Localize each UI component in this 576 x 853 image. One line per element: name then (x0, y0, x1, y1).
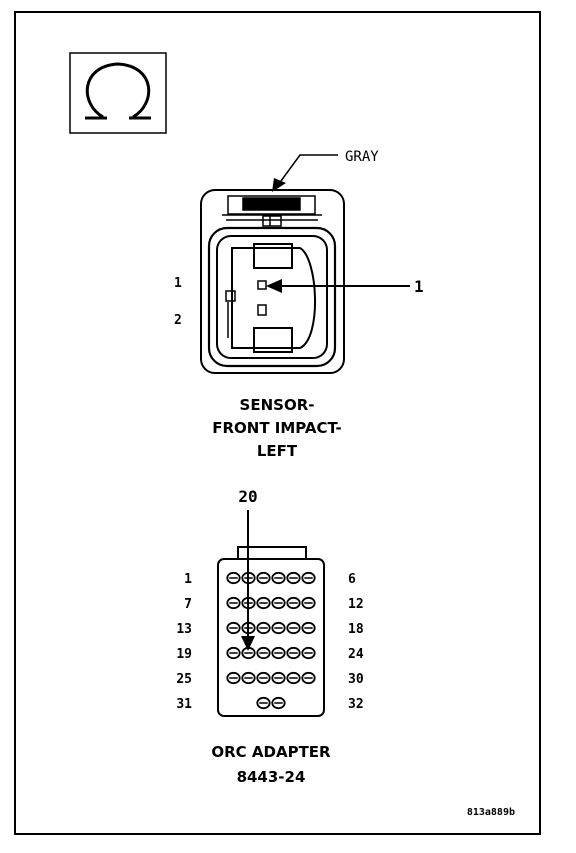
adapter-pin-label: 32 (348, 697, 364, 712)
sensor-title-line-1: SENSOR- (240, 396, 315, 414)
wire-leader-arrowhead (272, 178, 286, 192)
adapter-callout-number: 20 (238, 487, 257, 506)
adapter-connector (217, 546, 325, 717)
adapter-pin-label: 19 (176, 647, 192, 662)
adapter-pin-label: 25 (176, 672, 192, 687)
sensor-title-line-2: FRONT IMPACT- (212, 419, 342, 437)
figure-code: 813a889b (467, 807, 515, 818)
adapter-title-line-1: ORC ADAPTER (211, 743, 331, 761)
sensor-callout-arrowhead (266, 279, 282, 293)
adapter-pin-label: 1 (184, 572, 192, 587)
figure-border (14, 11, 541, 835)
wire-leader-line (277, 154, 338, 186)
adapter-pin-label: 18 (348, 622, 364, 637)
adapter-title-line-2: 8443-24 (237, 768, 306, 786)
adapter-cavities (226, 571, 316, 710)
wire-color-label: GRAY (345, 149, 379, 165)
adapter-pin-labels-left: 1 7 13 19 25 31 (176, 572, 192, 712)
adapter-pin-label: 7 (184, 597, 192, 612)
adapter-pin-label: 24 (348, 647, 364, 662)
sensor-callout-number: 1 (414, 277, 424, 296)
adapter-pin-label: 6 (348, 572, 356, 587)
adapter-pin-label: 30 (348, 672, 364, 687)
adapter-pin-labels-right: 6 12 18 24 30 32 (348, 572, 364, 712)
adapter-callout-arrowhead (241, 636, 255, 651)
adapter-pin-label: 13 (176, 622, 192, 637)
sensor-connector (200, 189, 345, 374)
ohm-icon (69, 52, 167, 134)
sensor-pin-label-2: 2 (174, 313, 182, 328)
adapter-pin-label: 12 (348, 597, 364, 612)
sensor-pin-label-1: 1 (174, 276, 182, 291)
sensor-title-line-3: LEFT (257, 442, 298, 460)
adapter-pin-label: 31 (176, 697, 192, 712)
